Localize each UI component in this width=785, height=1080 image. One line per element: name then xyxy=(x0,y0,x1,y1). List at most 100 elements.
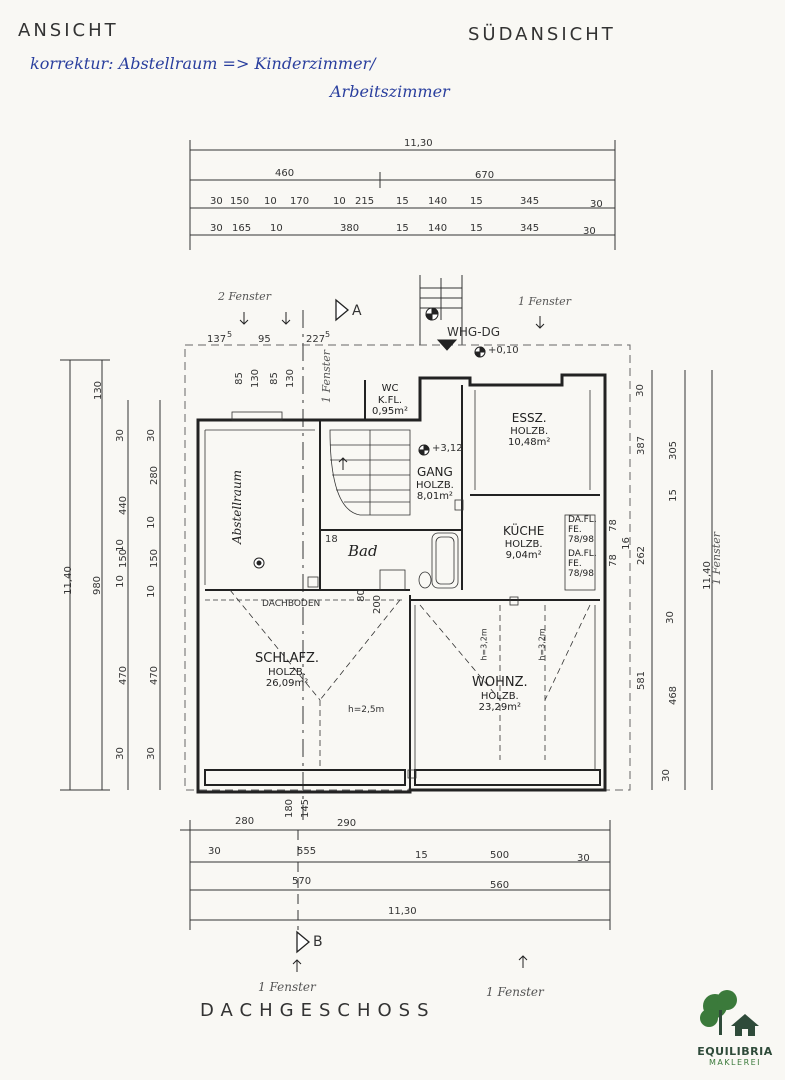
dim-right-col1: 581 xyxy=(636,670,648,691)
dim-vertical-small: 200 xyxy=(372,594,384,615)
dim-left-inner2: 470 xyxy=(149,665,161,686)
dim-right-col2: 30 xyxy=(664,611,676,624)
dim-left-inner: 440 xyxy=(118,495,130,516)
dim-left-small: 130 xyxy=(285,368,297,389)
dim-top-row2: 345 xyxy=(520,196,540,207)
dim-top-row2: 15 xyxy=(396,196,409,207)
dim-window: 5 xyxy=(325,330,331,339)
room-gang: GANG HOLZB. 8,01m² xyxy=(416,465,454,503)
room-gang-area: 8,01m² xyxy=(416,491,453,503)
dim-bottom-row2: 15 xyxy=(415,850,428,861)
room-essz-area: 10,48m² xyxy=(508,437,551,449)
section-marker-a: A xyxy=(352,303,362,319)
dim-right-col1: 262 xyxy=(636,545,648,566)
dim-window: 227 xyxy=(306,334,326,345)
room-kueche-name: KÜCHE xyxy=(503,524,545,538)
dim-top-row2: 15 xyxy=(470,196,483,207)
dim-right-col2: 305 xyxy=(668,440,680,461)
tree-house-logo-icon xyxy=(700,990,759,1036)
dafl1-line: 78/98 xyxy=(568,534,594,545)
stair-count-label: 18 xyxy=(325,534,338,545)
room-bad: Bad xyxy=(348,542,378,560)
dim-top-row3: 30 xyxy=(210,223,223,234)
floor-title: DACHGESCHOSS xyxy=(200,1000,436,1021)
dim-top-row3: 15 xyxy=(470,223,483,234)
header-right-title: SÜDANSICHT xyxy=(468,24,616,45)
handwritten-correction-line1: korrektur: Abstellraum => Kinderzimmer/ xyxy=(30,54,376,73)
dim-bottom-total: 11,30 xyxy=(388,906,417,917)
dim-top-row2: 10 xyxy=(333,196,346,207)
dim-left-small: 130 xyxy=(250,368,262,389)
dafl2-line: FE. xyxy=(568,558,582,569)
dafl2-line: 78/98 xyxy=(568,568,594,579)
dim-right-col2: 16 xyxy=(620,537,632,550)
marker-level: +0,10 xyxy=(488,345,519,356)
room-schlafz-area: 26,09m² xyxy=(265,678,309,690)
room-wc-floor: K.FL. xyxy=(377,394,403,406)
room-wohnz: WOHNZ. HOLZB. 23,29m² xyxy=(472,675,528,714)
dim-top-row3: 140 xyxy=(428,223,448,234)
dim-top-total: 11,30 xyxy=(404,138,433,149)
dim-bottom-row1: 280 xyxy=(235,816,255,827)
room-gang-floor: HOLZB. xyxy=(416,479,454,491)
schlafz-height: h=2,5m xyxy=(348,705,385,715)
dim-vertical-small: 180 xyxy=(284,798,296,819)
dim-left-inner2: 30 xyxy=(145,747,157,760)
wohnz-height-1: h=3,2m xyxy=(479,628,489,661)
dim-left-inner: 130 xyxy=(93,380,105,401)
room-wc-area: 0,95m² xyxy=(372,406,409,417)
label-dachboden: DACHBODEN xyxy=(262,599,321,609)
dim-bottom-row1: 290 xyxy=(337,818,357,829)
dim-right-col1: 387 xyxy=(636,435,648,456)
wohnz-height-2: h=3,2m xyxy=(537,628,547,661)
dim-right-col2: 15 xyxy=(667,489,679,502)
dim-window: 137 xyxy=(207,334,227,345)
dim-top-row2: 10 xyxy=(264,196,277,207)
room-wc: WC K.FL. 0,95m² xyxy=(372,383,408,418)
room-abstellraum: Abstellraum xyxy=(230,469,245,545)
dim-top-row2: 30 xyxy=(590,199,603,210)
dim-top-row3: 10 xyxy=(270,223,283,234)
dim-right-col2: 78 xyxy=(607,554,619,567)
room-schlafz-name: SCHLAFZ. xyxy=(255,651,320,666)
dim-left-inner: 10 xyxy=(114,575,126,588)
window-dafl-2: DA.FL. FE. 78/98 xyxy=(568,549,597,580)
dim-left-mid: 980 xyxy=(92,575,104,596)
dafl2-line: DA.FL. xyxy=(568,549,597,559)
dim-left-inner2: 150 xyxy=(149,548,161,569)
dim-left-inner: 30 xyxy=(114,747,126,760)
room-wohnz-area: 23,29m² xyxy=(478,702,521,714)
dim-left-small: 85 xyxy=(268,372,280,385)
dafl1-line: DA.FL. xyxy=(568,515,597,525)
handnote-1-fenster-bottom-right: 1 Fenster xyxy=(486,985,544,999)
dim-right-col1: 30 xyxy=(634,384,646,397)
handwritten-correction-line2: Arbeitszimmer xyxy=(330,82,450,101)
dim-left-inner: 150 xyxy=(118,548,130,569)
dim-right-col2: 78 xyxy=(607,519,619,532)
room-gang-name: GANG xyxy=(417,465,453,479)
dim-bottom-row3: 560 xyxy=(490,880,510,891)
room-schlafz-floor: HOLZB. xyxy=(268,666,306,678)
room-essz: ESSZ. HOLZB. 10,48m² xyxy=(508,411,551,449)
logo-name: EQUILIBRIA xyxy=(697,1045,773,1058)
dim-left-small: 85 xyxy=(233,372,245,385)
dim-left-inner: 470 xyxy=(118,665,130,686)
handnote-1-fenster-bottom-left: 1 Fenster xyxy=(258,980,316,994)
dim-top-row1: 670 xyxy=(475,170,495,181)
handnote-1-fenster-top: 1 Fenster xyxy=(518,295,571,308)
dim-top-row3: 380 xyxy=(340,223,360,234)
dim-left-inner2: 10 xyxy=(145,516,157,529)
dim-bottom-row2: 30 xyxy=(577,853,590,864)
dim-top-row2: 215 xyxy=(355,196,375,207)
dim-top-row2: 140 xyxy=(428,196,448,207)
dim-top-row3: 30 xyxy=(583,226,596,237)
dim-window: 5 xyxy=(227,330,233,339)
room-wohnz-floor: HOLZB. xyxy=(480,690,519,702)
dim-top-row1: 460 xyxy=(275,168,295,179)
dim-top-row2: 30 xyxy=(210,196,223,207)
dim-left-inner: 30 xyxy=(114,429,126,442)
dim-vertical-small: 80 xyxy=(355,589,367,602)
dim-left-inner2: 280 xyxy=(149,465,161,486)
